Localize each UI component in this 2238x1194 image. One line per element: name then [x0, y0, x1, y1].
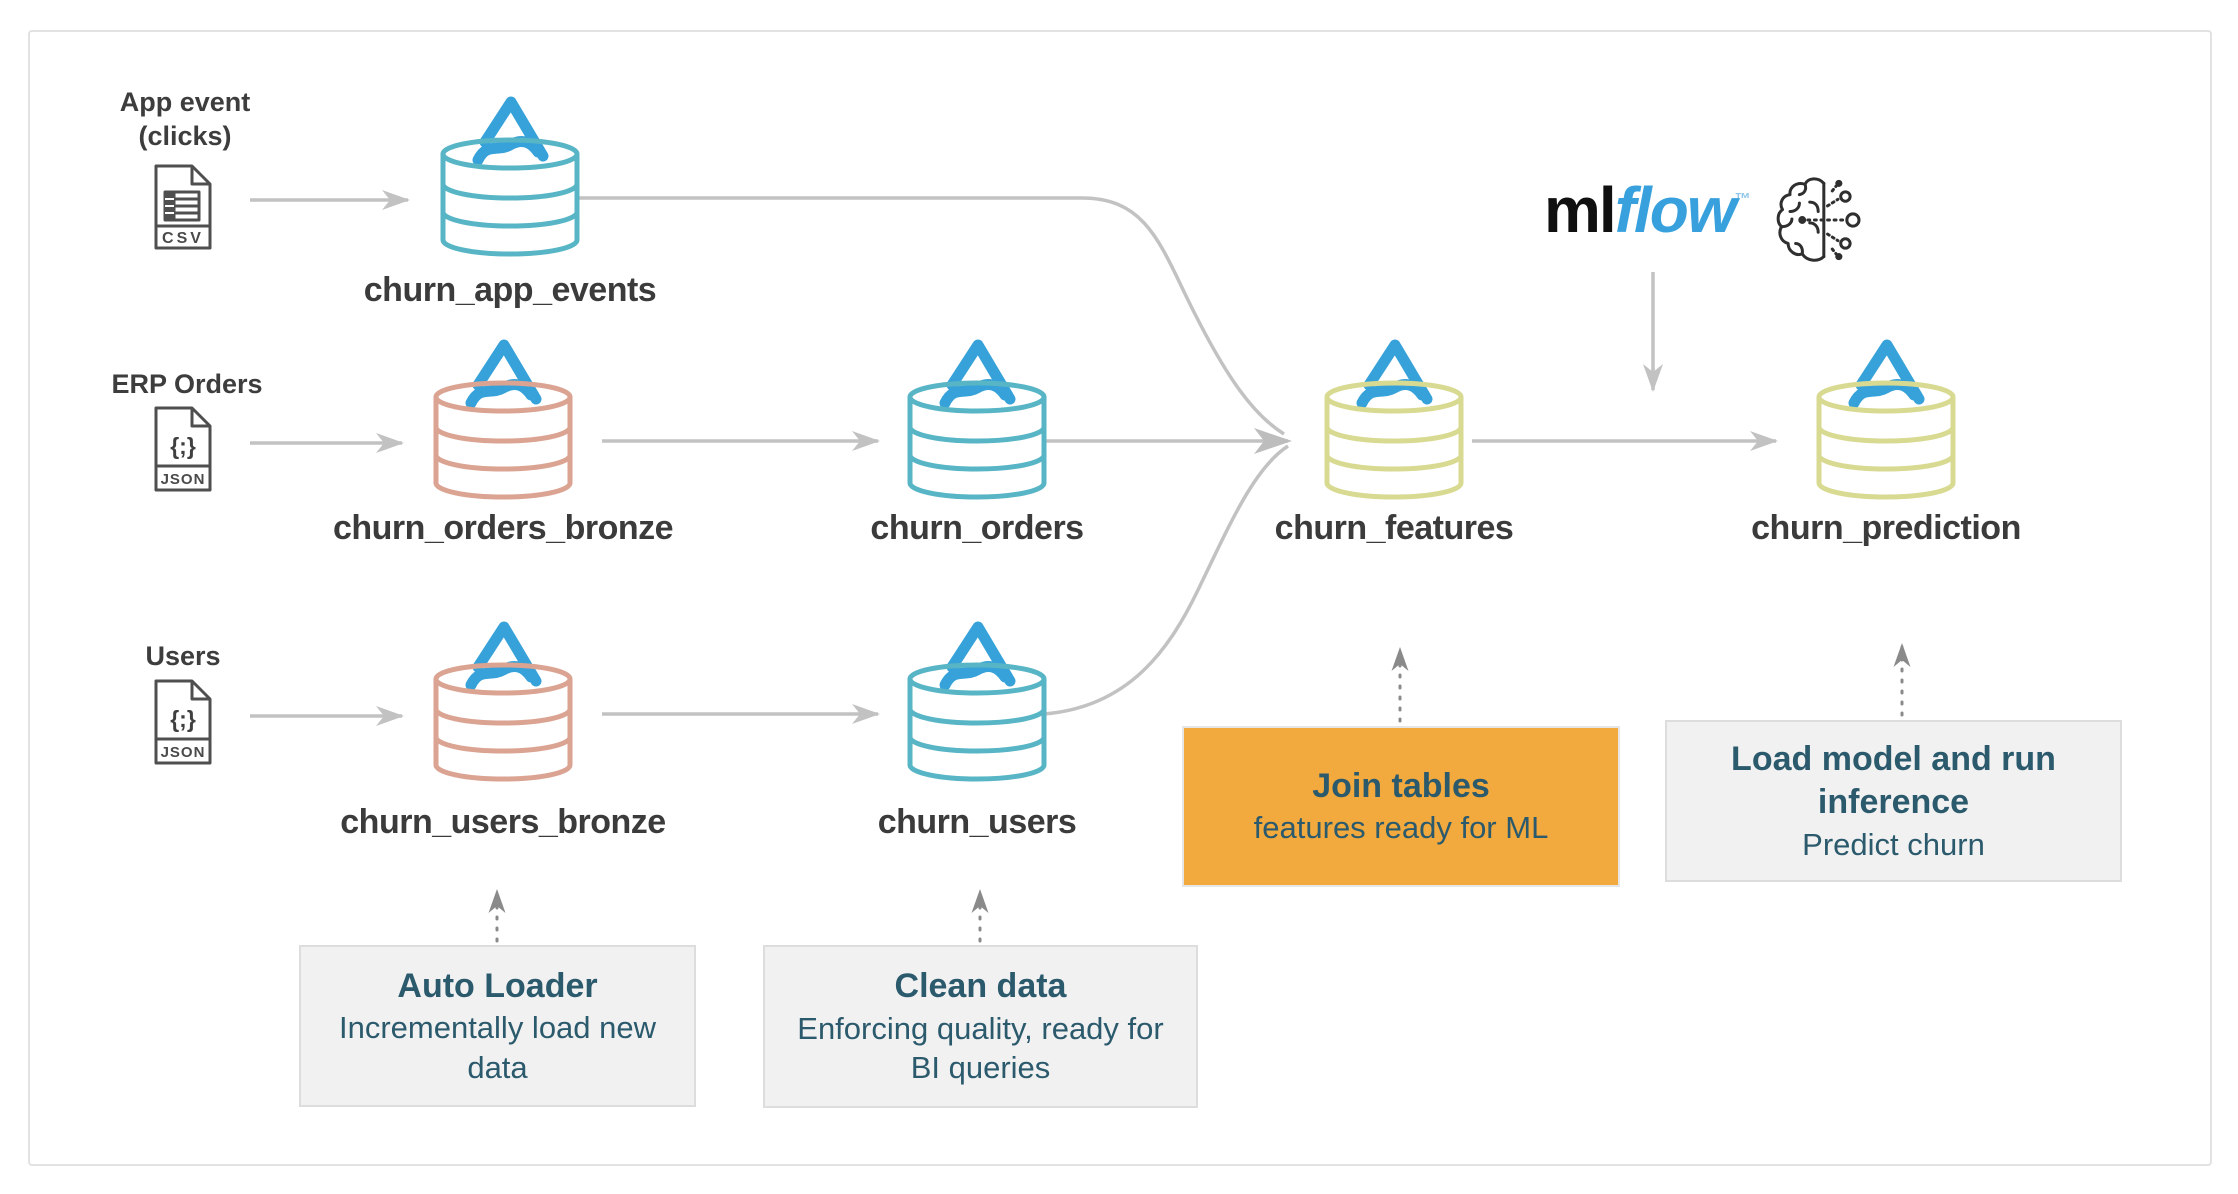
table-churn-orders-bronze [428, 337, 578, 507]
json-badge-text: JSON [161, 471, 206, 488]
table-churn-app-events [435, 94, 585, 264]
table-churn-users-bronze [428, 619, 578, 789]
annotation-title: Clean data [894, 967, 1067, 1006]
source-label-text: Users [145, 641, 221, 671]
databricks-logo-icon [1848, 339, 1925, 409]
json-glyph-text: {;} [170, 433, 196, 459]
table-label-churn-orders-bronze: churn_orders_bronze [332, 509, 674, 547]
databricks-logo-icon [465, 339, 542, 409]
annotation-auto-loader: Auto Loader Incrementally load new data [299, 945, 696, 1107]
annotation-title: Join tables [1312, 766, 1490, 805]
json-file-icon: {;} JSON [154, 679, 212, 765]
annotation-subtitle: Predict churn [1802, 826, 1985, 862]
source-label-users: Users [58, 640, 308, 674]
table-label-churn-users-bronze: churn_users_bronze [340, 803, 666, 841]
mlflow-logo: mlflow™ [1544, 178, 1751, 242]
databricks-logo-icon [939, 339, 1016, 409]
source-label-app-events: App event (clicks) [60, 86, 310, 154]
delta-table-cylinder-icon [433, 621, 573, 782]
databricks-logo-icon [472, 96, 549, 166]
mlflow-logo-ml: ml [1544, 174, 1617, 246]
brain-network-icon [1776, 177, 1861, 262]
json-badge-text: JSON [161, 744, 206, 761]
delta-table-cylinder-icon [907, 339, 1047, 500]
annotation-title: Auto Loader [397, 966, 598, 1005]
delta-table-cylinder-icon [433, 339, 573, 500]
source-label-text: ERP Orders [111, 369, 263, 399]
delta-table-cylinder-icon [1324, 339, 1464, 500]
delta-table-cylinder-icon [907, 621, 1047, 782]
delta-table-cylinder-icon [440, 96, 580, 257]
annotation-clean-data: Clean data Enforcing quality, ready for … [763, 945, 1198, 1108]
mlflow-trademark: ™ [1734, 191, 1751, 208]
annotation-subtitle: features ready for ML [1253, 810, 1549, 846]
annotation-subtitle: Incrementally load new data [338, 1010, 657, 1085]
csv-file-icon: CSV [154, 164, 212, 250]
table-label-churn-users: churn_users [877, 803, 1077, 841]
json-glyph-text: {;} [170, 706, 196, 732]
mlflow-logo-flow: flow [1614, 174, 1737, 246]
json-file-icon: {;} JSON [154, 406, 212, 492]
csv-badge-text: CSV [162, 230, 204, 247]
table-label-churn-features: churn_features [1274, 509, 1514, 547]
table-label-churn-app-events: churn_app_events [363, 271, 657, 309]
source-label-line2: (clicks) [138, 120, 232, 151]
databricks-logo-icon [1356, 339, 1433, 409]
table-churn-features [1319, 337, 1469, 507]
annotation-load-model: Load model and run inference Predict chu… [1665, 720, 2122, 882]
delta-table-cylinder-icon [1816, 339, 1956, 500]
databricks-logo-icon [465, 621, 542, 691]
table-churn-orders [902, 337, 1052, 507]
source-label-erp-orders: ERP Orders [62, 368, 312, 402]
table-churn-users [902, 619, 1052, 789]
source-label-line1: App event [119, 87, 251, 117]
annotation-subtitle: Enforcing quality, ready for BI queries [797, 1010, 1164, 1086]
table-label-churn-orders: churn_orders [870, 509, 1084, 547]
annotation-title: Load model and run inference [1731, 739, 2056, 822]
databricks-logo-icon [939, 621, 1016, 691]
table-churn-prediction [1811, 337, 1961, 507]
annotation-join-tables: Join tables features ready for ML [1182, 726, 1620, 887]
table-label-churn-prediction: churn_prediction [1751, 509, 2021, 547]
